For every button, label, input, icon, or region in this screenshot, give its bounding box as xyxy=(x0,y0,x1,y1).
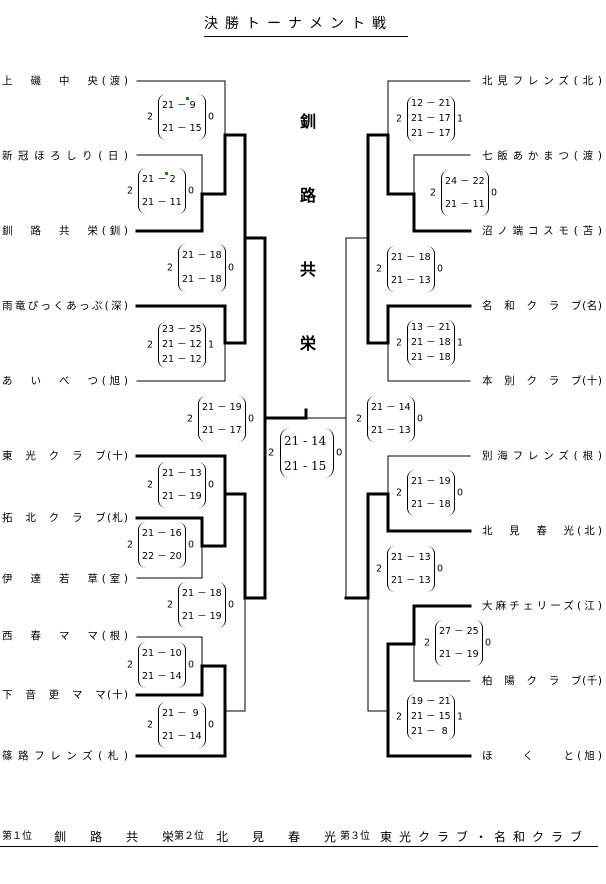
bracket-line xyxy=(135,133,247,240)
left-team-3: 釧 路 共 栄(釧) xyxy=(2,225,129,237)
bracket-line xyxy=(136,154,203,195)
bracket-line xyxy=(224,597,246,712)
bracket-line xyxy=(136,80,226,136)
left-team-4: 雨竜ぴっくあっぷ(深) xyxy=(2,300,128,312)
champion-char: 共 xyxy=(299,260,316,279)
bracket-line xyxy=(387,455,471,495)
bracket-line xyxy=(136,545,203,579)
third-place-label: 第３位 xyxy=(340,831,370,842)
second-place-label: 第２位 xyxy=(174,831,204,842)
bracket-line xyxy=(367,597,389,712)
bracket-line xyxy=(135,709,227,758)
first-place-label: 第１位 xyxy=(2,831,32,842)
left-team-9: 西 春 マ マ(根) xyxy=(2,630,129,642)
left-team-1: 上 磯 中 央(渡) xyxy=(2,75,129,87)
bracket-line xyxy=(243,416,267,600)
bracket-line xyxy=(413,154,471,195)
bracket-line xyxy=(344,492,472,600)
first-place-team: 釧 路 共 栄 xyxy=(54,830,181,844)
marker-icon xyxy=(186,97,189,100)
right-team-5: 本 別 ク ラ ブ(十) xyxy=(482,375,602,387)
right-team-8: 大麻チェリーズ(江) xyxy=(482,600,602,612)
left-team-2: 新冠ほろしり(日) xyxy=(2,150,129,162)
bracket-line xyxy=(136,636,203,667)
bracket-line xyxy=(345,237,369,599)
right-team-7: 北 見 春 光(北) xyxy=(482,525,602,537)
left-team-10: 下 音 更 マ マ(十) xyxy=(2,689,129,701)
bracket-line xyxy=(135,664,227,713)
left-team-6: 東 光 ク ラ ブ(十) xyxy=(2,450,129,462)
page-title: 決勝トーナメント戦 xyxy=(204,14,408,37)
third-place-teams: 東光クラブ・名和クラブ xyxy=(380,830,590,844)
second-place-team: 北 見 春 光 xyxy=(216,830,343,844)
right-team-2: 七飯あかまつ(渡) xyxy=(482,150,603,162)
bracket-line xyxy=(387,342,471,382)
bracket-line xyxy=(366,133,390,240)
right-team-1: 北見フレンズ(北) xyxy=(482,75,602,87)
bracket-line xyxy=(386,709,472,758)
right-team-9: 柏 陽 ク ラ ブ(千) xyxy=(482,675,602,687)
left-team-8: 伊 達 若 草(室) xyxy=(2,573,129,585)
bracket-line xyxy=(243,236,267,420)
right-team-10: ほ く と(旭) xyxy=(482,750,602,762)
bracket-line xyxy=(136,342,226,382)
right-team-6: 別海フレンズ(根) xyxy=(482,450,602,462)
left-team-11: 篠路フレンズ(札) xyxy=(2,750,128,762)
champion-char: 路 xyxy=(299,186,316,205)
results-line: 第１位 釧 路 共 栄 第２位 北 見 春 光 第３位 東光クラブ・名和クラブ xyxy=(0,828,598,847)
left-team-7: 拓 北 ク ラ ブ(札) xyxy=(2,512,129,524)
left-team-5: あ い べ つ(旭) xyxy=(2,375,129,387)
marker-icon xyxy=(165,172,168,175)
champion-char: 釧 xyxy=(299,112,316,131)
bracket-line xyxy=(387,80,471,136)
right-team-4: 名 和 ク ラ ブ(名) xyxy=(482,300,602,312)
champion-char: 栄 xyxy=(299,334,316,353)
champion-vertical: 釧 路 共 栄 xyxy=(296,108,320,404)
bracket-line xyxy=(386,133,472,233)
bracket-line xyxy=(413,643,471,682)
right-team-3: 沼ノ端コスモ(苫) xyxy=(482,225,603,237)
